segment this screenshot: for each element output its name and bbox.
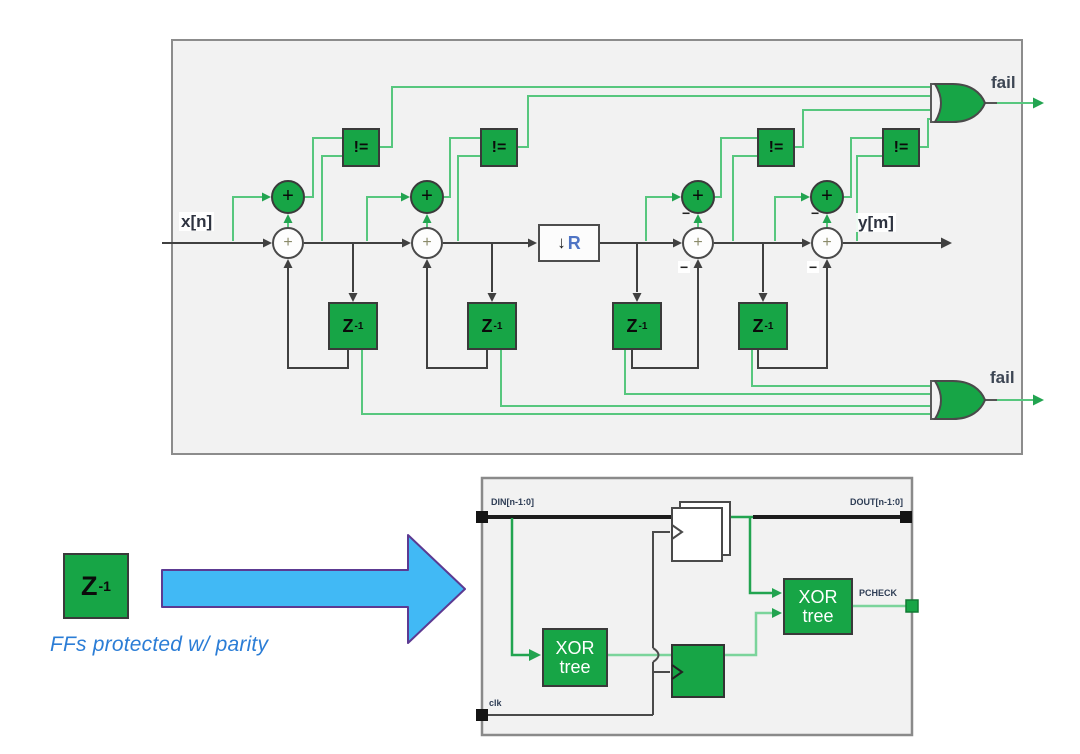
xor-tree-line1: XOR [798,586,838,607]
data-subtractor-4: + [811,227,843,259]
data-subtractor-3: + [682,227,714,259]
minus-sign-parity-3: − [682,205,691,221]
fail-or-gate-top [930,83,987,123]
legend-caption: FFs protected w/ parity [50,633,269,656]
xor-tree-block-output: XOR tree [783,578,853,635]
parity-compare-3: != [757,128,795,167]
xor-tree-block-input: XOR tree [542,628,608,687]
parity-compare-4: != [882,128,920,167]
output-signal-label: y[m] [856,213,896,232]
downsample-factor: R [567,232,581,253]
delay-block-2: Z-1 [467,302,517,350]
delay-exp: -1 [98,578,111,594]
minus-sign-parity-4: − [811,205,820,221]
parity-subtractor-3: + [681,180,715,214]
legend-arrow [161,534,466,644]
legend-delay-block: Z-1 [63,553,129,619]
delay-base: Z [481,315,493,336]
pcheck-port-label: PCHECK [859,588,898,598]
white-ff [671,501,731,562]
downsampler-block: ↓ R [538,224,600,262]
delay-base: Z [752,315,764,336]
din-port-label: DIN[n-1:0] [491,497,534,507]
delay-exp: -1 [354,320,364,332]
downsample-arrow-icon: ↓ [557,233,566,252]
delay-exp: -1 [638,320,648,332]
dout-port-label: DOUT[n-1:0] [850,497,903,507]
data-adder-2: + [411,227,443,259]
delay-base: Z [342,315,354,336]
parity-compare-1: != [342,128,380,167]
black-arrowheads [263,237,952,302]
xor-tree-line2: tree [559,656,591,677]
delay-block-1: Z-1 [328,302,378,350]
data-adder-1: + [272,227,304,259]
delay-block-4: Z-1 [738,302,788,350]
delay-exp: -1 [493,320,503,332]
delay-block-3: Z-1 [612,302,662,350]
parity-subtractor-4: + [810,180,844,214]
green-parity-wires [232,86,1033,415]
fail-or-gate-bottom [930,380,987,420]
parity-adder-2: + [410,180,444,214]
xor-tree-line1: XOR [555,637,595,658]
delay-base: Z [626,315,638,336]
parity-compare-2: != [480,128,518,167]
black-signal-wires [162,242,941,369]
xor-tree-line2: tree [802,605,834,626]
clk-port-label: clk [489,698,502,708]
green-arrowheads [262,97,1044,406]
input-signal-label: x[n] [179,212,215,231]
delay-exp: -1 [764,320,774,332]
fail-label-bottom: fail [990,368,1015,387]
port-pads [476,511,919,721]
minus-sign-data-4: − [807,259,820,275]
or-output-stubs [985,102,997,401]
parity-ff [671,644,725,698]
minus-sign-data-3: − [678,259,691,275]
detail-green-wires [510,515,906,657]
delay-base: Z [81,570,98,601]
fail-label-top: fail [991,73,1016,92]
clk-wires [482,531,670,716]
parity-adder-1: + [271,180,305,214]
detail-green-arrowheads [529,588,782,661]
